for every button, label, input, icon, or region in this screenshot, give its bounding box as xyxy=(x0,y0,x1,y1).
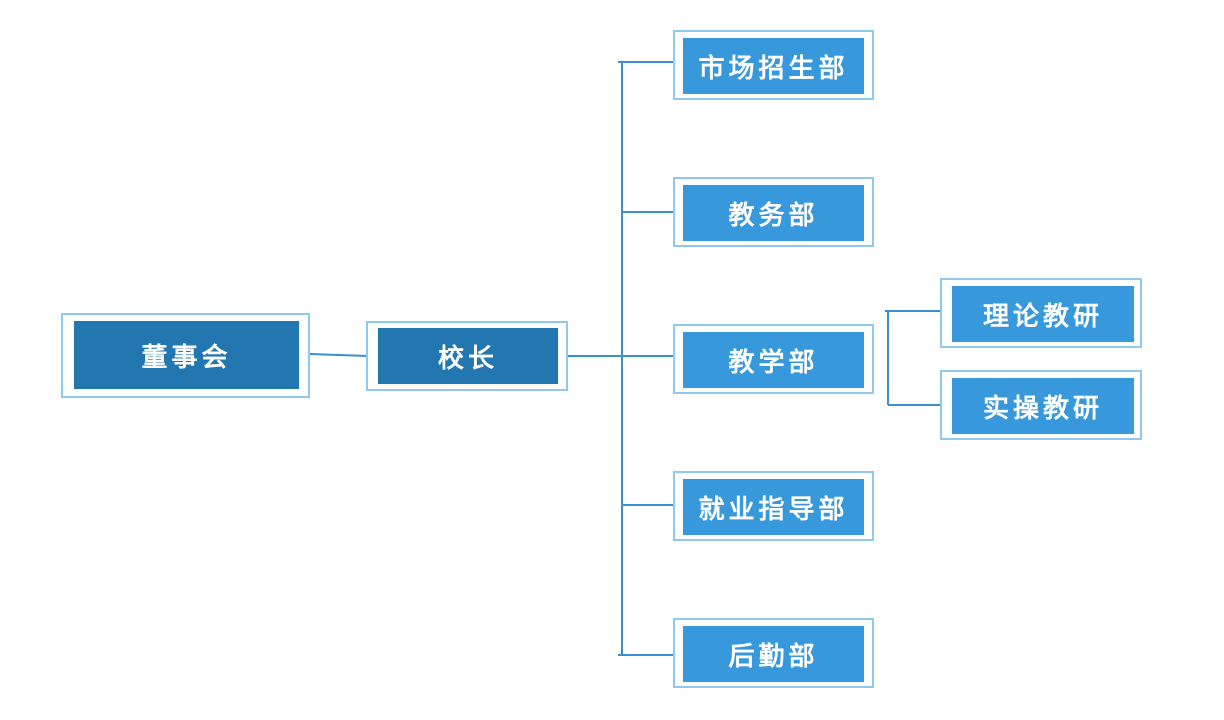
principal-label: 校长 xyxy=(378,328,558,384)
academic-affairs-label: 教务部 xyxy=(683,185,864,241)
logistics-label: 后勤部 xyxy=(683,626,864,682)
board-label: 董事会 xyxy=(74,321,299,389)
market-department-label: 市场招生部 xyxy=(683,38,864,94)
academic-affairs-node: 教务部 xyxy=(673,177,874,247)
principal-node: 校长 xyxy=(366,321,568,391)
teaching-department-label: 教学部 xyxy=(683,332,864,388)
practice-research-node: 实操教研 xyxy=(940,370,1142,440)
theory-research-label: 理论教研 xyxy=(952,286,1134,342)
career-guidance-node: 就业指导部 xyxy=(673,471,874,541)
market-department-node: 市场招生部 xyxy=(673,30,874,100)
theory-research-node: 理论教研 xyxy=(940,278,1142,348)
logistics-node: 后勤部 xyxy=(673,618,874,688)
board-principal-line xyxy=(309,353,369,357)
board-node: 董事会 xyxy=(61,313,310,398)
teaching-department-node: 教学部 xyxy=(673,324,874,394)
practice-research-label: 实操教研 xyxy=(952,378,1134,434)
career-guidance-label: 就业指导部 xyxy=(683,479,864,535)
